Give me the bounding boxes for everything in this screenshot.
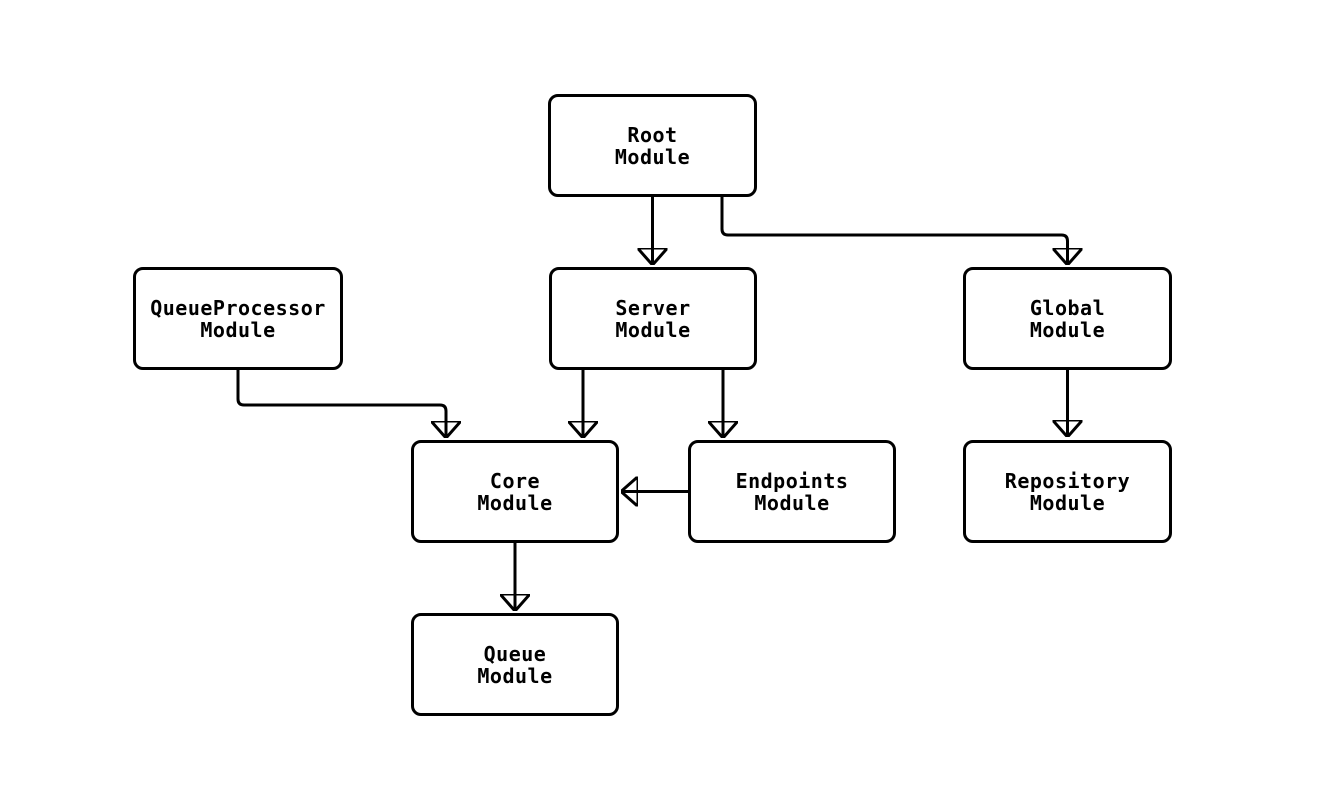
node-repository-module-label: Repository Module — [1004, 468, 1131, 515]
node-server-module: Server Module — [549, 267, 757, 370]
edge-queueprocessor-to-core — [236, 370, 446, 437]
node-global-module: Global Module — [963, 267, 1172, 370]
node-root-module: Root Module — [548, 94, 757, 197]
node-queueprocessor-module-label: QueueProcessor Module — [150, 295, 326, 342]
node-queue-module: Queue Module — [411, 613, 619, 716]
node-core-module: Core Module — [411, 440, 619, 543]
node-root-module-label: Root Module — [614, 122, 691, 169]
node-endpoints-module: Endpoints Module — [688, 440, 896, 543]
node-queue-module-label: Queue Module — [477, 641, 553, 688]
node-core-module-label: Core Module — [477, 468, 553, 515]
edge-root-to-global — [720, 197, 1068, 264]
node-repository-module: Repository Module — [963, 440, 1172, 543]
node-endpoints-module-label: Endpoints Module — [735, 468, 849, 515]
node-global-module-label: Global Module — [1029, 295, 1106, 342]
node-server-module-label: Server Module — [615, 295, 691, 342]
node-queueprocessor-module: QueueProcessor Module — [133, 267, 343, 370]
